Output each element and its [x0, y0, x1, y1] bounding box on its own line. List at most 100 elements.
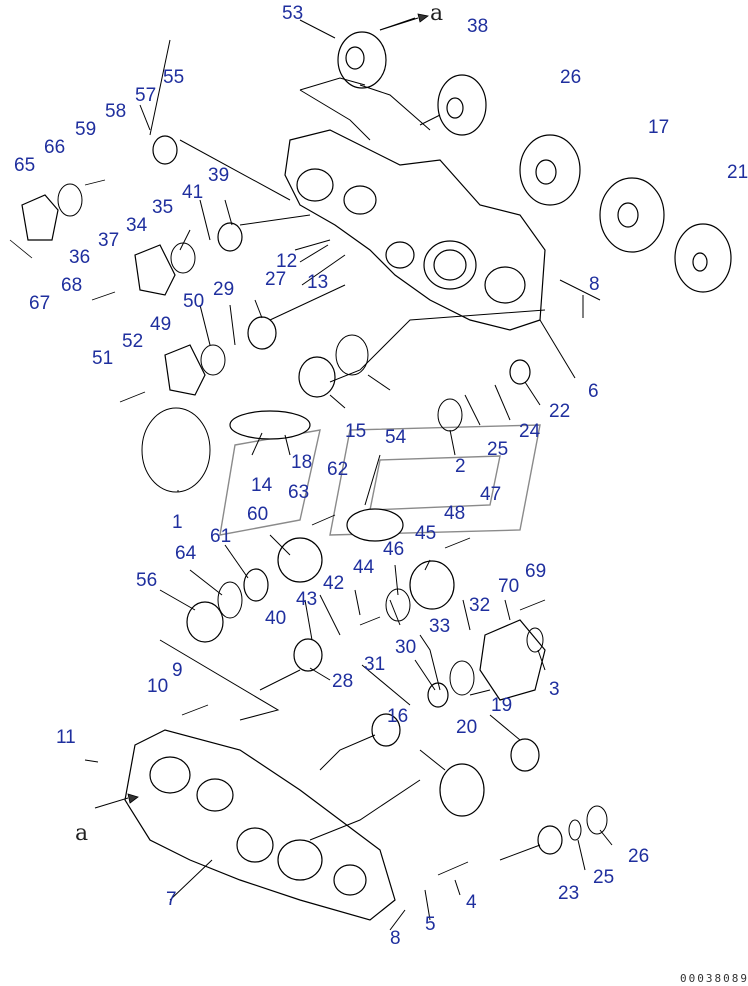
bearing-41 [293, 638, 323, 672]
callout-19: 19 [491, 695, 512, 716]
callout-47: 47 [480, 484, 501, 505]
callout-31: 31 [364, 654, 385, 675]
gear-18 [599, 177, 665, 253]
callout-labels: 1234567889101112131415161718192021222324… [0, 0, 748, 949]
gear-21 [439, 763, 485, 817]
bearing-56 [152, 135, 178, 165]
bolt-9 [181, 704, 209, 716]
reference-mark-top: a [430, 1, 443, 26]
shaft-14 [229, 410, 311, 440]
callout-51: 51 [92, 348, 113, 369]
oring-1 [141, 407, 211, 493]
bearing-40 [217, 222, 243, 252]
bolt-4 [437, 861, 469, 876]
callout-6: 6 [588, 381, 599, 402]
ref-arrow-bottom [94, 797, 129, 809]
oring-65 [217, 581, 243, 619]
callout-26: 26 [560, 67, 581, 88]
bearing-62 [243, 568, 269, 602]
callout-48: 48 [444, 503, 465, 524]
callout-1: 1 [172, 512, 183, 533]
shim-25 [568, 819, 582, 841]
bearing-17 [371, 713, 401, 747]
callout-21: 21 [727, 162, 748, 183]
callout-70: 70 [498, 576, 519, 597]
callout-67: 67 [29, 293, 50, 314]
callout-14: 14 [251, 475, 273, 496]
callout-17: 17 [648, 117, 669, 138]
bearing-28 [247, 316, 277, 350]
callout-38: 38 [467, 16, 488, 37]
oring-67 [57, 183, 83, 217]
callout-11: 11 [56, 727, 76, 748]
callout-8: 8 [589, 274, 600, 295]
callout-57: 57 [135, 85, 156, 106]
callout-20: 20 [456, 717, 477, 738]
callout-52: 52 [122, 331, 143, 352]
callout-44: 44 [353, 557, 375, 578]
retainer-46 [409, 560, 455, 610]
callout-71: 71 [0, 0, 21, 5]
callout-12: 12 [276, 251, 297, 272]
callout-8: 8 [390, 928, 401, 949]
ref-arrowhead-top [417, 13, 429, 23]
callout-16: 16 [387, 706, 408, 727]
callout-41: 41 [182, 182, 203, 203]
bolt-52 [119, 391, 146, 403]
snapring-26 [586, 805, 608, 835]
gear-54 [337, 31, 387, 89]
ref-arrowhead-bottom [127, 793, 139, 804]
callout-24: 24 [519, 421, 541, 442]
callout-30: 30 [395, 637, 416, 658]
callout-61: 61 [210, 526, 231, 547]
callout-33: 33 [429, 616, 450, 637]
plug-3 [526, 627, 544, 653]
callout-9: 9 [172, 660, 183, 681]
callout-49: 49 [150, 314, 171, 335]
callout-62: 62 [327, 459, 348, 480]
leader-lines [84, 17, 613, 931]
callout-65: 65 [14, 155, 35, 176]
bolt-37 [91, 291, 116, 301]
shaft-55 [346, 508, 404, 542]
callout-69: 69 [525, 561, 546, 582]
reference-mark-bottom: a [75, 821, 88, 846]
callout-36: 36 [69, 247, 90, 268]
bolt-45 [359, 616, 381, 626]
upper-housing [284, 129, 546, 331]
bolt-48 [444, 537, 471, 549]
oring-2 [437, 398, 463, 432]
cover-66 [21, 194, 59, 241]
bearing-24 [537, 825, 563, 855]
callout-43: 43 [296, 589, 317, 610]
callout-63: 63 [288, 482, 309, 503]
callout-13: 13 [307, 272, 328, 293]
callout-42: 42 [323, 573, 344, 594]
callout-7: 7 [166, 889, 177, 910]
callout-25: 25 [487, 439, 508, 460]
callout-37: 37 [98, 230, 119, 251]
bearing-23 [509, 359, 531, 385]
callout-29: 29 [213, 279, 234, 300]
callout-55: 55 [163, 67, 184, 88]
callout-45: 45 [415, 523, 436, 544]
callout-15: 15 [345, 421, 366, 442]
callout-25: 25 [593, 867, 614, 888]
bolt-60 [84, 179, 106, 186]
ref-arrow-top [379, 17, 419, 31]
retainer-61 [277, 537, 323, 583]
callout-50: 50 [183, 291, 204, 312]
oring-30 [200, 344, 226, 376]
callout-56: 56 [136, 570, 157, 591]
callout-26: 26 [628, 846, 649, 867]
callout-59: 59 [75, 119, 96, 140]
callout-46: 46 [383, 539, 404, 560]
callout-34: 34 [126, 215, 148, 236]
cover-35 [134, 244, 176, 296]
gear-22 [674, 223, 732, 293]
callout-5: 5 [425, 914, 436, 935]
callout-10: 10 [147, 676, 168, 697]
callout-28: 28 [332, 671, 353, 692]
callout-60: 60 [247, 504, 268, 525]
